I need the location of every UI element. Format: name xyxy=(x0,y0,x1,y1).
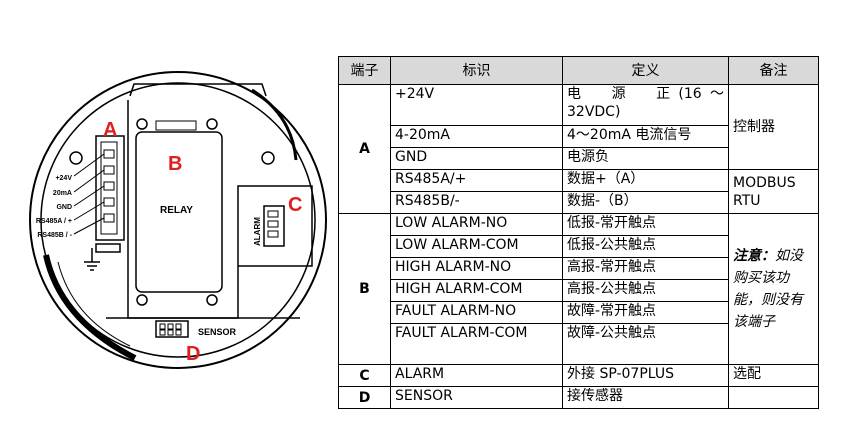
label-c: C xyxy=(288,194,302,216)
def-cell: 数据+（A） xyxy=(562,169,729,192)
id-cell: ALARM xyxy=(390,364,563,387)
left-cable-arc xyxy=(43,254,137,361)
header-remark: 备注 xyxy=(728,56,819,85)
relay-header xyxy=(155,120,197,131)
table-row: GND 电源负 xyxy=(339,147,819,170)
def-cell: 外接 SP-07PLUS xyxy=(562,364,729,387)
def-cell: 4～20mA 电流信号 xyxy=(562,125,729,148)
terminal-block-a xyxy=(95,135,125,241)
table-row: FAULT ALARM-NO 故障-常开触点 xyxy=(339,301,819,324)
def-cell: 电 源 正(16～32VDC) xyxy=(562,84,729,126)
id-cell: HIGH ALARM-NO xyxy=(390,257,563,280)
screw-b-br xyxy=(206,294,218,306)
screw-b-bl xyxy=(136,294,148,306)
table-row: HIGH ALARM-NO 高报-常开触点 xyxy=(339,257,819,280)
housing-outer-ring xyxy=(29,71,327,369)
table-row: A +24V 电 源 正(16～32VDC) 控制器 xyxy=(338,84,819,214)
table-row: RS485B/- 数据-（B） xyxy=(339,191,819,214)
table-row: C ALARM 外接 SP-07PLUS 选配 xyxy=(338,364,819,387)
table-row: RS485A/+ 数据+（A） MODBUS RTU xyxy=(339,169,819,214)
sensor-connector xyxy=(155,320,189,338)
label-d: D xyxy=(186,343,200,365)
id-cell: 4-20mA xyxy=(390,125,563,148)
table-row: D SENSOR 接传感器 xyxy=(338,386,819,409)
alarm-connector-pins xyxy=(267,210,279,238)
label-a: A xyxy=(103,119,117,141)
relay-label: RELAY xyxy=(160,205,193,216)
def-cell: 低报-公共触点 xyxy=(562,235,729,258)
table-row: B LOW ALARM-NO 低报-常开触点 注意：如没购买该功能，则没有该端子 xyxy=(338,213,819,365)
note-optional: 选配 xyxy=(728,364,819,387)
alarm-connector xyxy=(263,205,285,247)
id-cell: RS485B/- xyxy=(390,191,563,214)
id-cell: GND xyxy=(390,147,563,170)
id-cell: FAULT ALARM-COM xyxy=(390,323,563,365)
header-terminal: 端子 xyxy=(338,56,391,85)
pin-label-rs485a: RS485A / + xyxy=(36,218,72,225)
pin-label-rs485b: RS485B / - xyxy=(37,232,72,239)
note-modbus: MODBUS RTU xyxy=(728,169,819,214)
top-right-arc-bracket xyxy=(251,88,298,161)
header-identifier: 标识 xyxy=(390,56,563,85)
table-row: FAULT ALARM-COM 故障-公共触点 xyxy=(339,323,819,365)
def-cell: 高报-常开触点 xyxy=(562,257,729,280)
housing-inner-ring xyxy=(40,82,316,358)
terminal-a-plug xyxy=(95,243,121,253)
id-cell: LOW ALARM-COM xyxy=(390,235,563,258)
table-header-row: 端子 标识 定义 备注 xyxy=(338,56,819,85)
def-cell: 接传感器 xyxy=(562,386,729,409)
pin-label-24v: +24V xyxy=(55,175,72,182)
def-cell: 低报-常开触点 xyxy=(562,213,729,236)
attention-text: 如没购买该功能，则没有该端子 xyxy=(733,248,803,330)
mounting-screw-left xyxy=(69,151,83,165)
table-row: LOW ALARM-COM 低报-公共触点 xyxy=(339,235,819,258)
terminal-c-cell: C xyxy=(338,364,391,387)
header-definition: 定义 xyxy=(562,56,729,85)
pin-leader-lines xyxy=(73,153,105,235)
id-cell: HIGH ALARM-COM xyxy=(390,279,563,302)
terminal-block-a-pins xyxy=(100,141,118,235)
relay-module xyxy=(135,131,223,293)
top-cutout xyxy=(129,83,267,97)
pin-label-gnd: GND xyxy=(56,204,72,211)
def-cell: 故障-常开触点 xyxy=(562,301,729,324)
terminal-b-cell: B xyxy=(338,213,391,365)
mounting-screw-right xyxy=(261,151,275,165)
table-row: HIGH ALARM-COM 高报-公共触点 xyxy=(339,279,819,302)
id-cell: RS485A/+ xyxy=(390,169,563,192)
terminal-d-cell: D xyxy=(338,386,391,409)
left-cable-arc-inner xyxy=(57,261,131,347)
terminal-a-cell: A xyxy=(338,84,391,214)
note-empty xyxy=(728,386,819,409)
screw-b-tl xyxy=(136,118,148,130)
id-cell: LOW ALARM-NO xyxy=(390,213,563,236)
note-controller: 控制器 xyxy=(728,84,819,170)
def-cell: 故障-公共触点 xyxy=(562,323,729,365)
ground-symbol xyxy=(84,248,100,271)
id-cell: +24V xyxy=(390,84,563,126)
sensor-connector-pins xyxy=(159,323,182,336)
id-cell: SENSOR xyxy=(390,386,563,409)
def-cell: 电源负 xyxy=(562,147,729,170)
label-b: B xyxy=(168,153,182,175)
sensor-label: SENSOR xyxy=(198,327,237,337)
id-cell: FAULT ALARM-NO xyxy=(390,301,563,324)
screw-b-tr xyxy=(206,118,218,130)
pin-label-20ma: 20mA xyxy=(53,190,72,197)
def-cell: 数据-（B） xyxy=(562,191,729,214)
terminal-definition-table: 端子 标识 定义 备注 A +24V 电 源 正(16～32VDC) 控制器 4… xyxy=(338,56,819,409)
alarm-label: ALARM xyxy=(253,217,262,246)
attention-label: 注意： xyxy=(733,248,775,264)
note-attention: 注意：如没购买该功能，则没有该端子 xyxy=(728,213,819,365)
terminal-a-screws xyxy=(103,149,115,223)
def-cell: 高报-公共触点 xyxy=(562,279,729,302)
wiring-diagram: A B C D RELAY SENSOR ALARM +24V 20mA GND… xyxy=(29,71,327,369)
